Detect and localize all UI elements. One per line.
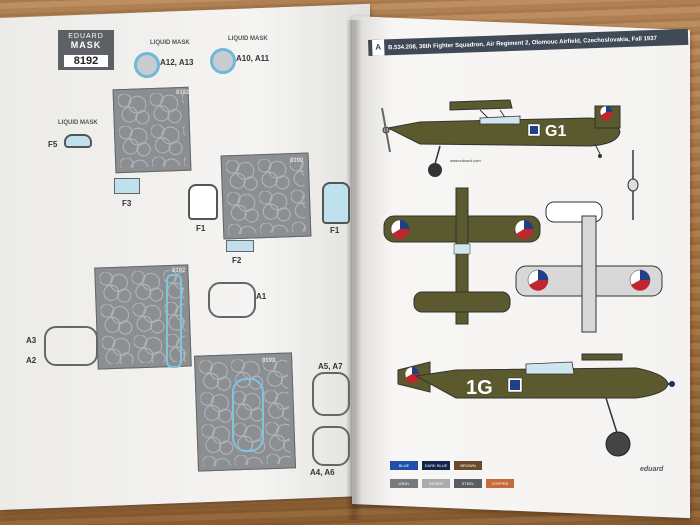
aircraft-front-view [627, 150, 639, 220]
color-chip-legend: BLUE DARK BLUE BROWN GRAY SILVER STEEL COPPER [388, 454, 548, 490]
fuselage-code-side: G1 [545, 123, 566, 140]
aircraft-top-view [383, 187, 541, 325]
chip-blue: BLUE [390, 461, 418, 470]
aircraft-other-side-view: 1G [397, 353, 675, 457]
liquid-mask-label-3: LIQUID MASK [58, 120, 98, 126]
liquid-mask-part-f5 [64, 134, 92, 148]
sheet-code-4: 8192 [262, 358, 276, 364]
brand-line-1: EDUARD [68, 33, 104, 40]
label-f1-right: F1 [330, 226, 340, 235]
mask-outline-a5 [312, 372, 350, 416]
label-a10-a11: A10, A11 [236, 54, 270, 63]
label-f1-left: F1 [196, 224, 206, 233]
highlighted-mask-strip [166, 274, 182, 368]
eduard-mask-logo: EDUARD MASK 8192 [58, 30, 114, 70]
canopy-f1-left [188, 184, 218, 220]
label-a5-a7: A5, A7 [318, 362, 343, 371]
label-a12-a13: A12, A13 [160, 58, 194, 67]
liquid-mask-label-2: LIQUID MASK [228, 36, 268, 42]
chip-steel: STEEL [454, 479, 482, 488]
part-f3-shape [114, 178, 140, 194]
canopy-f1-right [322, 182, 350, 224]
sheet-code-2: 8192 [290, 158, 304, 164]
label-f2: F2 [232, 256, 242, 265]
aircraft-side-view: G1 [381, 99, 621, 177]
label-a4-a6: A4, A6 [310, 468, 335, 477]
chip-gray: GRAY [390, 479, 418, 488]
brand-line-2: MASK [70, 40, 102, 50]
mask-sheet-1 [112, 86, 192, 174]
chip-dark-blue: DARK BLUE [422, 461, 450, 470]
chip-silver: SILVER [422, 479, 450, 488]
mask-outline-a4 [312, 426, 350, 466]
caption-url: www.eduard.com [450, 158, 481, 163]
label-f5: F5 [48, 140, 58, 149]
label-a3: A3 [26, 336, 37, 345]
part-f2-shape [226, 240, 254, 252]
sheet-code-1: 8192 [176, 90, 190, 96]
section-letter: A [371, 39, 385, 56]
wheel-mask-a10 [210, 48, 236, 74]
mask-outline-a1 [208, 282, 256, 318]
mask-outline-a3 [44, 326, 98, 366]
eduard-logo: eduard [640, 466, 664, 473]
book-spine [346, 20, 362, 520]
liquid-mask-label-1: LIQUID MASK [150, 40, 190, 46]
wheel-mask-a12 [134, 52, 160, 78]
product-code: 8192 [64, 55, 108, 67]
chip-brown: BROWN [454, 461, 482, 470]
chip-copper: COPPER [486, 479, 514, 488]
sheet-code-3: 8192 [172, 268, 186, 274]
fuselage-code-other: 1G [466, 377, 493, 399]
aircraft-bottom-view [515, 201, 663, 333]
mask-sheet-2 [220, 152, 312, 240]
highlighted-mask-loop [232, 378, 264, 452]
label-a1: A1 [256, 292, 267, 301]
label-a2: A2 [26, 356, 37, 365]
label-f3: F3 [122, 199, 132, 208]
